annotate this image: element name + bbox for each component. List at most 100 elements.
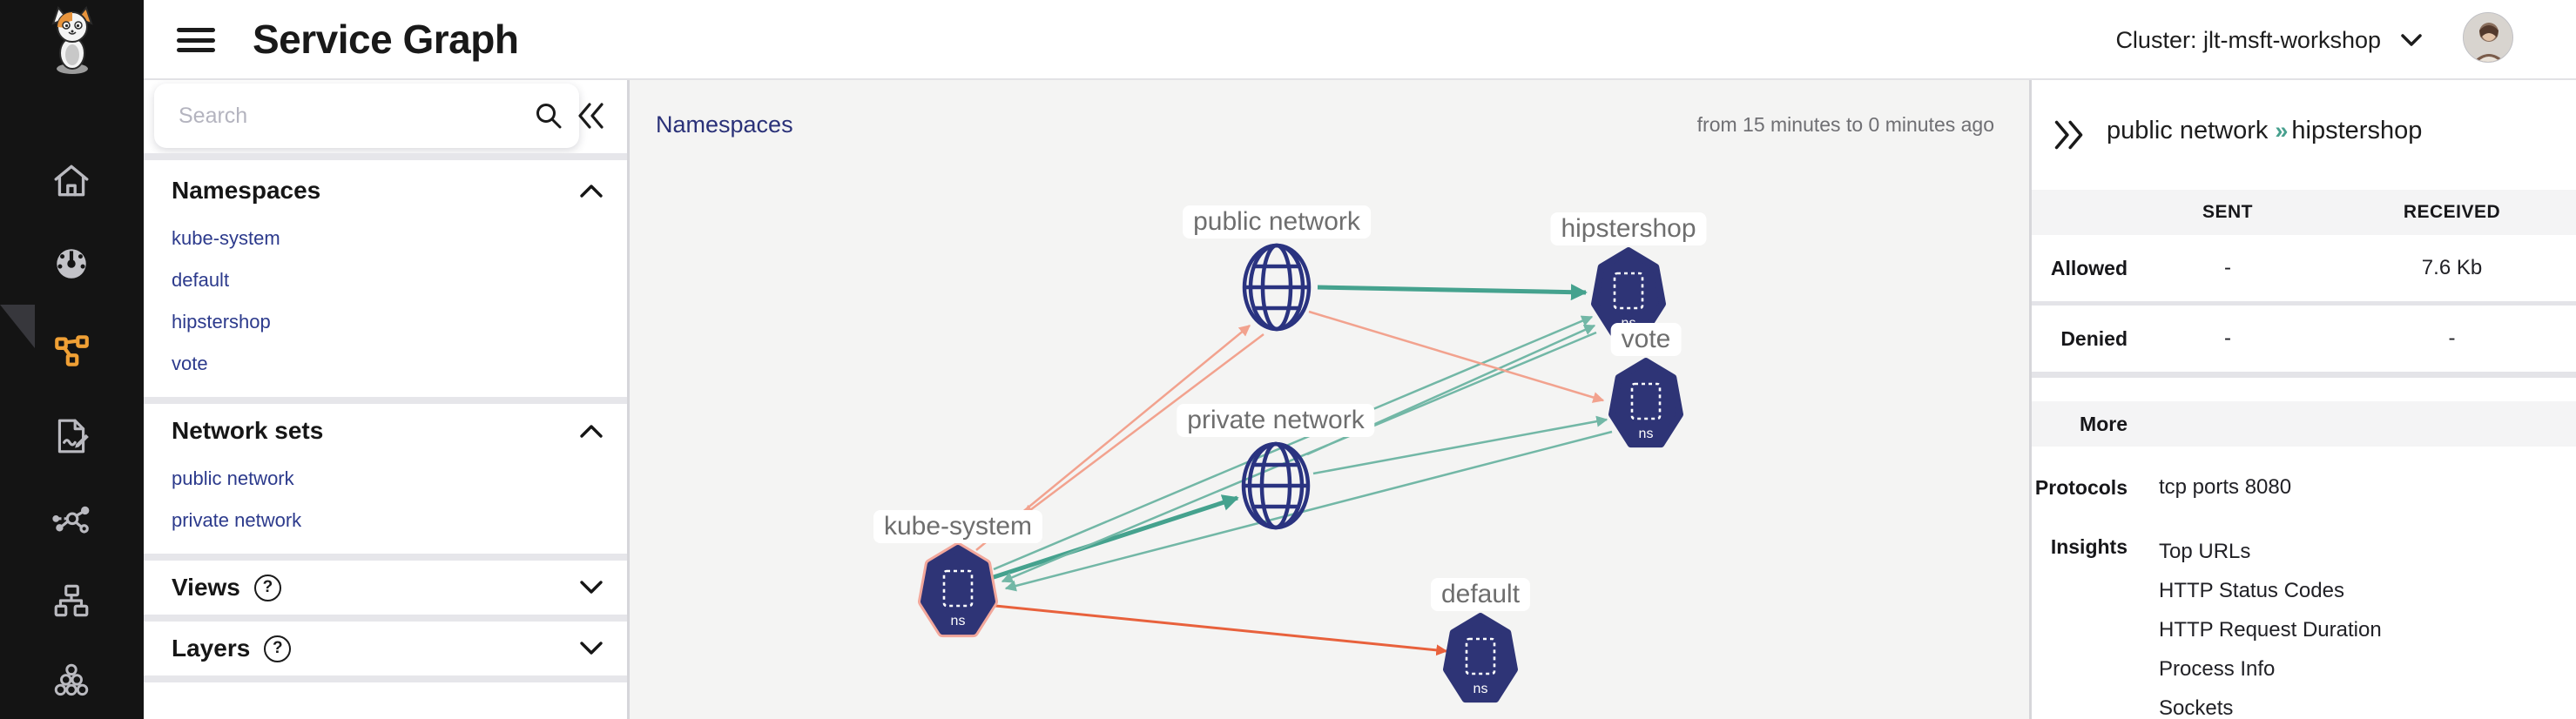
hierarchy-icon[interactable] bbox=[51, 581, 91, 621]
graph-node-kube-system[interactable]: ns bbox=[918, 542, 998, 638]
sidebar-item-public-network[interactable]: public network bbox=[172, 467, 294, 489]
protocols-row: Protocols tcp ports 8080 bbox=[2032, 473, 2576, 502]
edge-kube-system-to-private-network bbox=[990, 494, 1239, 581]
traffic-table: SENT RECEIVED Allowed - 7.6 Kb Denied - … bbox=[2032, 190, 2576, 378]
menu-button[interactable] bbox=[177, 23, 215, 57]
edge-private-network-to-vote bbox=[1312, 415, 1608, 475]
graph-canvas[interactable]: ns ns ns ns public network hipstershop vote pr… bbox=[630, 80, 2029, 719]
breadcrumb-target[interactable]: hipstershop bbox=[2291, 117, 2423, 144]
collapse-details-icon[interactable] bbox=[2053, 118, 2084, 151]
sidebar-item-private-network[interactable]: private network bbox=[172, 509, 302, 531]
panel-canvas-divider bbox=[627, 80, 630, 719]
chevron-up-icon bbox=[580, 425, 603, 438]
chevron-down-icon bbox=[2401, 34, 2422, 46]
avatar-image bbox=[2464, 13, 2512, 62]
section-network-sets: Network sets public network private networ… bbox=[144, 404, 630, 554]
table-row-allowed: Allowed - 7.6 Kb bbox=[2032, 235, 2576, 301]
edge-public-network-to-vote bbox=[1308, 310, 1605, 403]
more-label: More bbox=[2080, 412, 2128, 435]
home-icon[interactable] bbox=[51, 161, 91, 201]
page-title: Service Graph bbox=[253, 17, 519, 62]
svg-text:ns: ns bbox=[1639, 427, 1654, 441]
protocols-value: tcp ports 8080 bbox=[2159, 475, 2292, 499]
dashboard-icon[interactable] bbox=[51, 244, 91, 284]
chevron-down-icon bbox=[580, 642, 603, 655]
section-namespaces: Namespaces kube-system default hipstershop v… bbox=[144, 155, 630, 397]
service-graph-icon[interactable] bbox=[51, 331, 91, 371]
insight-item-http-status-codes: HTTP Status Codes bbox=[2159, 579, 2344, 602]
sidebar-item-vote[interactable]: vote bbox=[172, 353, 208, 374]
graph-node-default[interactable]: ns bbox=[1443, 613, 1518, 703]
svg-text:ns: ns bbox=[951, 614, 966, 628]
cluster-icon[interactable] bbox=[51, 662, 91, 702]
node-label-public-network[interactable]: public network bbox=[1183, 205, 1371, 239]
graph-node-public-network[interactable] bbox=[1242, 243, 1312, 332]
details-header: public network » hipstershop bbox=[2032, 80, 2576, 190]
node-label-default[interactable]: default bbox=[1430, 578, 1531, 611]
traffic-table-header: SENT RECEIVED bbox=[2032, 190, 2576, 235]
policies-icon[interactable] bbox=[51, 416, 91, 456]
protocols-label: Protocols bbox=[2034, 476, 2128, 499]
graph-node-private-network[interactable] bbox=[1241, 441, 1311, 530]
section-header-layers[interactable]: Layers? bbox=[144, 622, 630, 675]
search-input[interactable] bbox=[179, 84, 509, 148]
node-label-vote[interactable]: vote bbox=[1610, 323, 1682, 356]
user-avatar[interactable] bbox=[2463, 12, 2513, 63]
insight-item-top-urls: Top URLs bbox=[2159, 540, 2251, 563]
section-label: Network sets bbox=[172, 417, 324, 444]
node-label-kube-system[interactable]: kube-system bbox=[873, 510, 1043, 543]
column-received: RECEIVED bbox=[2403, 202, 2501, 222]
top-bar: Service Graph Cluster: jlt-msft-workshop bbox=[0, 0, 2576, 80]
search-icon[interactable] bbox=[534, 101, 563, 131]
help-icon[interactable]: ? bbox=[264, 635, 292, 662]
node-label-hipstershop[interactable]: hipstershop bbox=[1550, 212, 1707, 245]
edge-kube-system-to-hipstershop bbox=[993, 315, 1594, 571]
help-icon[interactable]: ? bbox=[253, 574, 281, 601]
divider bbox=[144, 615, 630, 622]
section-label: Views bbox=[172, 574, 240, 601]
insights-label: Insights bbox=[2050, 535, 2128, 558]
left-panel-sections: Namespaces kube-system default hipstershop v… bbox=[144, 155, 630, 682]
edge-public-network-to-hipstershop bbox=[1317, 284, 1588, 301]
rail-notch bbox=[0, 305, 35, 348]
svg-text:ns: ns bbox=[1473, 682, 1488, 696]
sidebar-item-default[interactable]: default bbox=[172, 269, 230, 291]
allowed-received: 7.6 Kb bbox=[2421, 256, 2483, 279]
section-label: Layers bbox=[172, 635, 251, 662]
collapse-panel-icon[interactable] bbox=[577, 101, 605, 131]
section-label: Namespaces bbox=[172, 177, 321, 204]
node-label-private-network[interactable]: private network bbox=[1177, 404, 1375, 437]
canvas-view-label[interactable]: Namespaces bbox=[656, 111, 793, 138]
section-layers: Layers? bbox=[144, 622, 630, 675]
graph-edges bbox=[975, 284, 1613, 656]
graph-node-hipstershop[interactable]: ns bbox=[1591, 247, 1666, 338]
divider bbox=[2032, 372, 2576, 378]
section-header-network-sets[interactable]: Network sets bbox=[144, 404, 630, 458]
edge-vote-to-kube-system bbox=[1004, 430, 1613, 592]
row-label: Allowed bbox=[2050, 256, 2128, 279]
breadcrumb-source[interactable]: public network bbox=[2107, 117, 2269, 144]
sidebar-item-hipstershop[interactable]: hipstershop bbox=[172, 311, 271, 333]
breadcrumb: public network » hipstershop bbox=[2107, 117, 2422, 145]
section-header-views[interactable]: Views? bbox=[144, 561, 630, 615]
cat-logo-icon bbox=[51, 5, 93, 74]
section-items: public network private network bbox=[144, 458, 630, 554]
graph-node-vote[interactable]: ns bbox=[1608, 358, 1683, 448]
divider bbox=[144, 675, 630, 682]
section-header-namespaces[interactable]: Namespaces bbox=[144, 164, 630, 218]
sidebar-item-kube-system[interactable]: kube-system bbox=[172, 227, 280, 249]
details-panel: public network » hipstershop SENT RECEIV… bbox=[2029, 80, 2576, 719]
network-icon[interactable] bbox=[51, 501, 91, 541]
table-row-denied: Denied - - bbox=[2032, 306, 2576, 372]
divider bbox=[144, 554, 630, 561]
calico-cat-logo bbox=[0, 0, 144, 80]
breadcrumb-separator-icon: » bbox=[2275, 118, 2288, 144]
insight-item-process-info: Process Info bbox=[2159, 657, 2276, 681]
cluster-selector[interactable]: Cluster: jlt-msft-workshop bbox=[2115, 0, 2423, 80]
more-section-header[interactable]: More bbox=[2032, 401, 2576, 447]
service-graph-svg[interactable]: ns ns ns ns bbox=[630, 80, 2029, 719]
chevron-up-icon bbox=[580, 185, 603, 198]
